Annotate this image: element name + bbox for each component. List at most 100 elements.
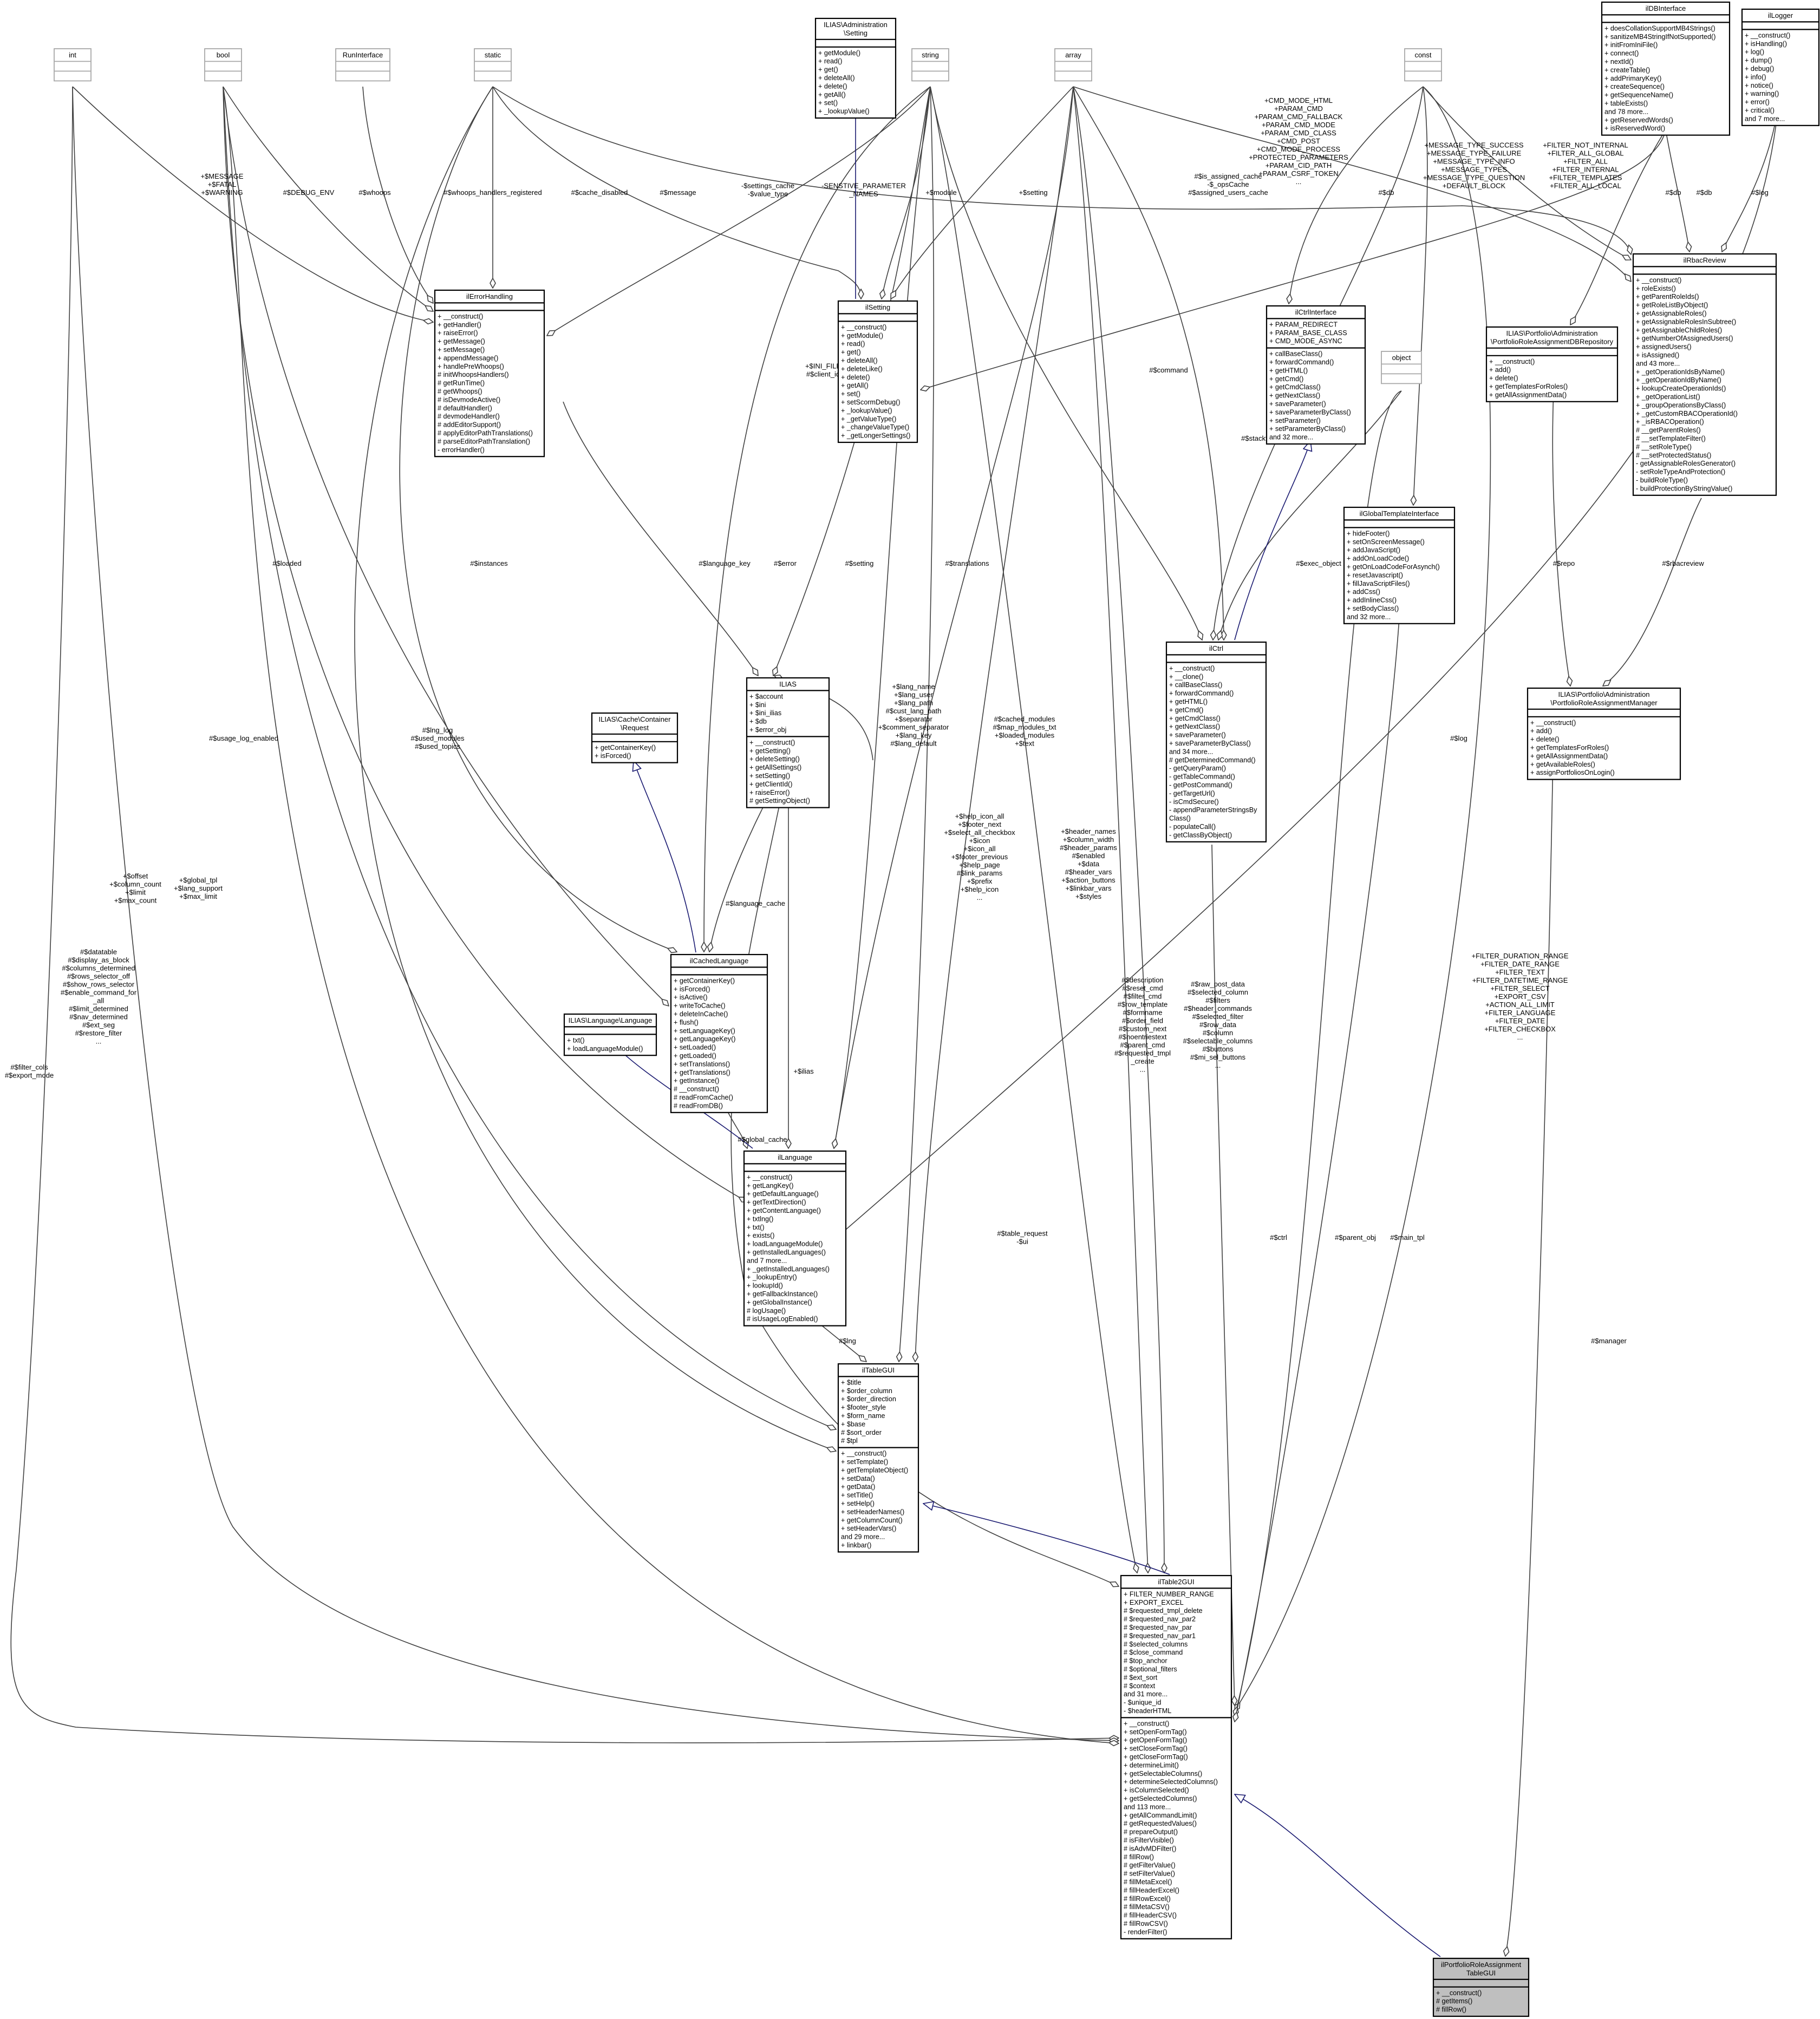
edge-label-line: +$MESSAGE (200, 172, 243, 180)
class-box (1265, 305, 1366, 445)
class-node-globaltpl[interactable]: ilGlobalTemplateInterface+ hideFooter()+… (1343, 506, 1456, 624)
class-node-errorhandling[interactable]: ilErrorHandling+ __construct()+ getHandl… (434, 289, 545, 458)
edge-label-line: +$prefix (967, 877, 993, 885)
edge-label-line: +FILTER_TEXT (1495, 968, 1545, 976)
class-method: # fillMetaCSV() (1124, 1903, 1170, 1911)
edge-label-e-help-icon: +$help_icon_all+$footer_next+$select_all… (944, 812, 1015, 901)
class-method: # fillMetaExcel() (1124, 1878, 1172, 1886)
class-method: + determineLimit() (1124, 1761, 1179, 1769)
edge-label-line: #$display_as_block (68, 956, 129, 964)
class-name: ilSetting (865, 303, 890, 311)
class-node-illogger[interactable]: ilLogger+ __construct()+ isHandling()+ l… (1741, 8, 1820, 126)
class-node-const[interactable]: const (1404, 48, 1442, 82)
edge-label-e-db1: #$db (1379, 188, 1394, 197)
class-method: + getCloseFormTag() (1124, 1753, 1188, 1761)
class-method: + assignedUsers() (1636, 343, 1692, 351)
edge-label-e-log1: #$log (1751, 188, 1769, 197)
class-node-tablegui[interactable]: ilTableGUI+ $title+ $order_column+ $orde… (837, 1363, 919, 1553)
edge-label-e-log2: #$log (1450, 734, 1467, 742)
edge-label-line: +$lang_path (894, 699, 933, 707)
class-name: ilLanguage (778, 1153, 812, 1161)
class-node-ilsetting[interactable]: ilSetting+ __construct()+ getModule()+ r… (837, 300, 918, 443)
class-method: - errorHandler() (438, 446, 485, 454)
class-node-static[interactable]: static (474, 48, 512, 82)
class-node-table2gui[interactable]: ilTable2GUI+ FILTER_NUMBER_RANGE+ EXPORT… (1120, 1574, 1232, 1939)
edge-label-line: #$translations (945, 559, 989, 567)
class-method: + _getCustomRBACOperationId() (1636, 410, 1738, 417)
edge-label-line: +$comment_separator (878, 723, 949, 731)
edge-label-line: #$log (1751, 188, 1769, 197)
class-name: \Request (621, 723, 649, 731)
edge-label-e-is-assigned: #$is_assigned_cache-$_opsCache#$assigned… (1188, 172, 1268, 197)
class-method: + isForced() (595, 752, 631, 760)
class-method: + loadLanguageModule() (567, 1045, 643, 1053)
class-node-bool[interactable]: bool (204, 48, 242, 82)
class-name: \Setting (844, 29, 867, 37)
class-method: + forwardCommand() (1169, 690, 1234, 697)
class-node-runinterface[interactable]: RunInterface (335, 48, 390, 82)
edge-label-line: #$setting (845, 559, 874, 567)
class-node-reporepo[interactable]: ILIAS\Portfolio\Administration\Portfolio… (1485, 326, 1619, 402)
edge-label-line: #$rbacreview (1662, 559, 1704, 567)
edge-label-line: +CMD_POST (1277, 137, 1320, 145)
class-node-rbacreview[interactable]: ilRbacReview+ __construct()+ roleExists(… (1632, 253, 1777, 496)
edge-label-line: #$assigned_users_cache (1188, 188, 1268, 197)
class-method: + flush() (674, 1018, 699, 1026)
edge-label-line: +$help_icon (961, 885, 999, 893)
class-method: + setLanguageKey() (674, 1027, 735, 1035)
class-method: + getAllSettings() (749, 764, 801, 772)
usage-edge (930, 86, 1137, 1573)
edge-label-line: +CMD_MODE_HTML (1264, 96, 1333, 104)
class-box (743, 1150, 847, 1327)
class-node-cacherequest[interactable]: ILIAS\Cache\Container\Request+ getContai… (591, 712, 679, 763)
class-node-langiface[interactable]: ILIAS\Language\Language+ txt()+ loadLang… (563, 1013, 657, 1056)
class-node-string[interactable]: string (911, 48, 949, 82)
class-node-array[interactable]: array (1054, 48, 1092, 82)
edge-label-e-translations: #$translations (945, 559, 989, 567)
class-node-int[interactable]: int (54, 48, 92, 82)
edge-label-line: +FILTER_SELECT (1490, 984, 1549, 992)
usage-edge (891, 86, 1074, 299)
usage-edge (1413, 86, 1428, 505)
edge-label-e-offset: +$offset+$column_count+$limit+$max_count (109, 872, 161, 905)
class-method: + warning() (1745, 90, 1779, 97)
class-node-manager[interactable]: ILIAS\Portfolio\Administration\Portfolio… (1527, 687, 1681, 780)
edge-label-e-msg: #$message (660, 188, 696, 197)
class-node-dbinterface[interactable]: ilDBInterface+ doesCollationSupportMB4St… (1601, 1, 1731, 136)
class-node-object[interactable]: object (1381, 351, 1422, 384)
class-method: + getCmd() (1269, 375, 1303, 383)
class-node-cachedlanguage[interactable]: ilCachedLanguage+ getContainerKey()+ isF… (670, 953, 768, 1113)
usage-edge (1235, 390, 1402, 1716)
edge-label-line: #$language_key (699, 559, 751, 567)
class-node-ctrlinterface[interactable]: ilCtrlInterface+ PARAM_REDIRECT+ PARAM_B… (1265, 305, 1366, 445)
class-box (1404, 48, 1442, 82)
class-method: + linkbar() (841, 1541, 871, 1549)
edge-label-line: #$filter_cmd (1124, 992, 1162, 1001)
class-method: # fillHeaderExcel() (1124, 1886, 1179, 1894)
class-node-illanguage[interactable]: ilLanguage+ __construct()+ getLangKey()+… (743, 1150, 847, 1327)
class-method: + roleExists() (1636, 285, 1676, 292)
class-node-ilias[interactable]: ILIAS+ $account+ $ini+ $ini_ilias+ $db+ … (746, 677, 830, 808)
edge-label-line: #$header_commands (1184, 1004, 1252, 1012)
class-method: + setScormDebug() (841, 398, 901, 406)
class-method: + getLangKey() (747, 1182, 793, 1190)
class-name: ILIAS (779, 680, 797, 688)
class-method: + assignPortfoliosOnLogin() (1530, 769, 1615, 776)
edge-label-line: +FILTER_DATETIME_RANGE (1472, 976, 1568, 984)
class-method: + getTemplatesForRoles() (1489, 383, 1568, 390)
class-method: + addOnLoadCode() (1347, 555, 1409, 563)
edge-label-e-lng-log: #$lng_log#$used_modules#$used_topics (410, 726, 465, 750)
edge-label-line: +$icon_all (964, 845, 996, 853)
class-name: ilCachedLanguage (690, 957, 748, 965)
class-node-ilctrl[interactable]: ilCtrl+ __construct()+ __clone()+ callBa… (1165, 641, 1267, 842)
class-box (474, 48, 512, 82)
edge-label-line: #$raw_post_data (1191, 980, 1245, 988)
edge-label-e-db2: #$db (1666, 188, 1681, 197)
edge-label-line: #$rows_selector_off (67, 972, 130, 981)
class-method: # getRequestedValues() (1124, 1820, 1197, 1827)
edge-label-line: #$client_id (806, 370, 840, 378)
class-node-setting-iface[interactable]: ILIAS\Administration\Setting+ getModule(… (814, 17, 897, 119)
class-method: # getRunTime() (438, 380, 485, 387)
